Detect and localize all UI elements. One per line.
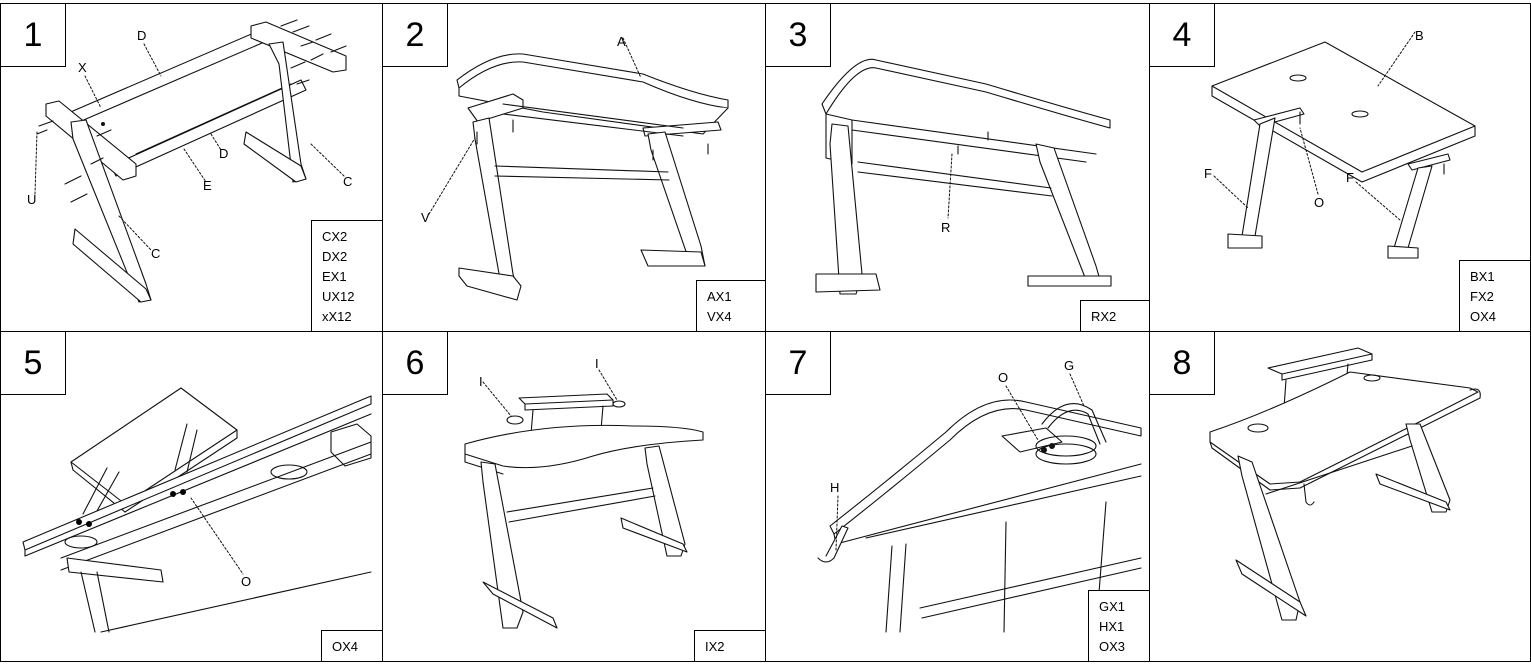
- parts-item: AX1: [707, 289, 732, 304]
- step-8-panel: 8: [1149, 331, 1531, 662]
- parts-item: HX1: [1099, 619, 1125, 634]
- step-number: 5: [1, 332, 66, 395]
- part-label-o: O: [1314, 195, 1325, 210]
- parts-item: IX2: [705, 639, 725, 654]
- parts-item: OX4: [1470, 309, 1497, 324]
- step-7-panel: 7 O G H GX1: [765, 331, 1150, 662]
- part-label-c-right: C: [343, 174, 353, 189]
- part-label-i-right: I: [595, 356, 599, 371]
- part-label-f-left: F: [1204, 166, 1212, 181]
- part-label-c-left: C: [151, 246, 161, 261]
- part-label-d-top: D: [137, 28, 147, 43]
- part-label-x: X: [78, 60, 87, 75]
- part-label-b: B: [1415, 28, 1424, 43]
- part-label-f-right: F: [1346, 170, 1354, 185]
- step-6-panel: 6 I I IX2: [382, 331, 766, 662]
- step-3-panel: 3 R RX2: [765, 3, 1150, 332]
- part-label-a: A: [617, 34, 626, 49]
- step-4-panel: 4 B F O F BX1 FX2: [1149, 3, 1531, 332]
- part-label-i-left: I: [479, 374, 483, 389]
- step-1-panel: 1: [0, 3, 383, 332]
- part-label-d-mid: D: [219, 146, 229, 161]
- part-label-g: G: [1064, 358, 1075, 373]
- shelf-attach-drawing: [22, 387, 372, 633]
- parts-item: DX2: [322, 249, 348, 264]
- parts-item: EX1: [322, 269, 347, 284]
- parts-item: FX2: [1470, 289, 1494, 304]
- step-number: 4: [1150, 4, 1215, 67]
- parts-list: GX1 HX1 OX3: [1088, 590, 1149, 661]
- part-label-o: O: [998, 370, 1009, 385]
- parts-item: UX12: [322, 289, 355, 304]
- desktop-attach-drawing: [428, 37, 729, 301]
- parts-list: BX1 FX2 OX4: [1459, 260, 1530, 331]
- step-5-panel: 5 O OX4: [0, 331, 383, 662]
- part-label-u: U: [27, 192, 37, 207]
- shelf-mounted-desk-drawing: [464, 369, 704, 629]
- parts-list: IX2: [694, 630, 765, 661]
- parts-item: GX1: [1099, 599, 1126, 614]
- parts-item: OX3: [1099, 639, 1126, 654]
- parts-item: xX12: [322, 309, 352, 324]
- cup-holder-hook-drawing: [817, 373, 1142, 633]
- step-number: 2: [383, 4, 448, 67]
- parts-item: OX4: [332, 639, 359, 654]
- part-label-o: O: [241, 574, 252, 589]
- frame-assembly-drawing: [34, 19, 347, 303]
- part-label-e: E: [203, 178, 212, 193]
- step-number: 8: [1150, 332, 1215, 395]
- parts-list: AX1 VX4: [696, 280, 765, 331]
- step-number: 1: [1, 4, 66, 67]
- step-number: 6: [383, 332, 448, 395]
- parts-list: RX2: [1080, 300, 1149, 331]
- parts-item: RX2: [1091, 309, 1117, 324]
- parts-list: CX2 DX2 EX1 UX12 xX12: [311, 220, 382, 331]
- finished-desk-drawing: [1209, 347, 1481, 621]
- step-2-panel: 2 A V AX1 V: [382, 3, 766, 332]
- monitor-shelf-drawing: [1211, 31, 1476, 259]
- part-label-h: H: [830, 480, 840, 495]
- parts-item: BX1: [1470, 269, 1495, 284]
- parts-item: VX4: [707, 309, 732, 324]
- crossbar-attach-drawing: [815, 58, 1112, 295]
- step-number: 7: [766, 332, 831, 395]
- parts-item: CX2: [322, 229, 348, 244]
- parts-list: OX4: [321, 630, 382, 661]
- step-number: 3: [766, 4, 831, 67]
- part-label-r: R: [941, 220, 951, 235]
- part-label-v: V: [421, 210, 430, 225]
